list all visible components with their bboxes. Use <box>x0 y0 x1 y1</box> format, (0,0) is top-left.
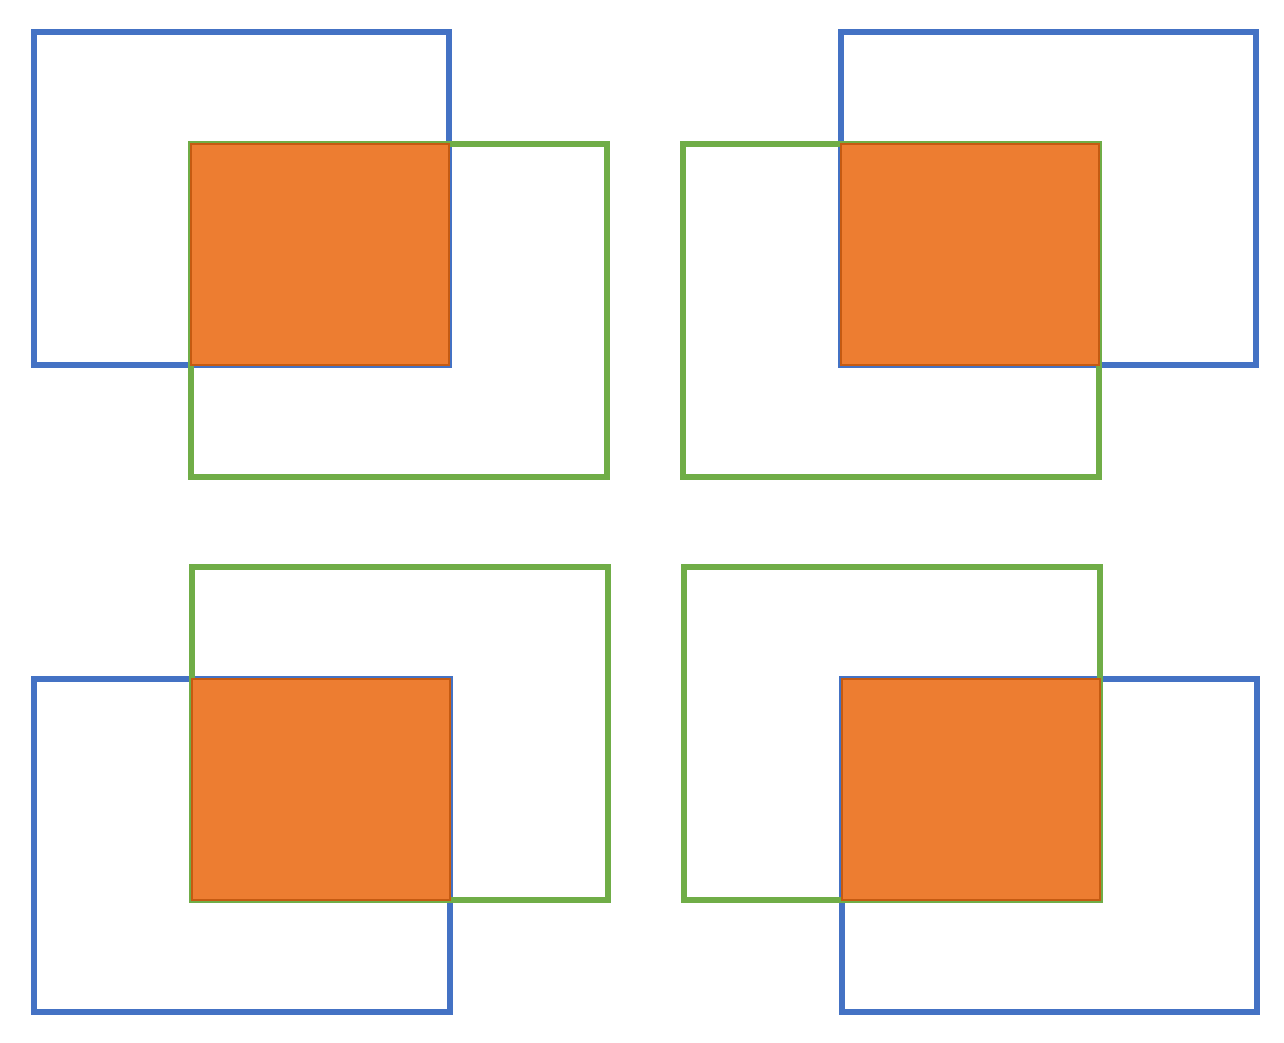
intersection-region <box>190 143 450 366</box>
intersection-region <box>191 678 451 901</box>
intersection-region <box>840 143 1100 366</box>
overlap-panel-top-right <box>680 29 1259 480</box>
overlap-panel-top-left <box>31 29 610 480</box>
overlap-panel-bottom-left <box>31 564 611 1015</box>
intersection-region <box>841 678 1101 901</box>
overlap-panel-bottom-right <box>681 564 1260 1015</box>
